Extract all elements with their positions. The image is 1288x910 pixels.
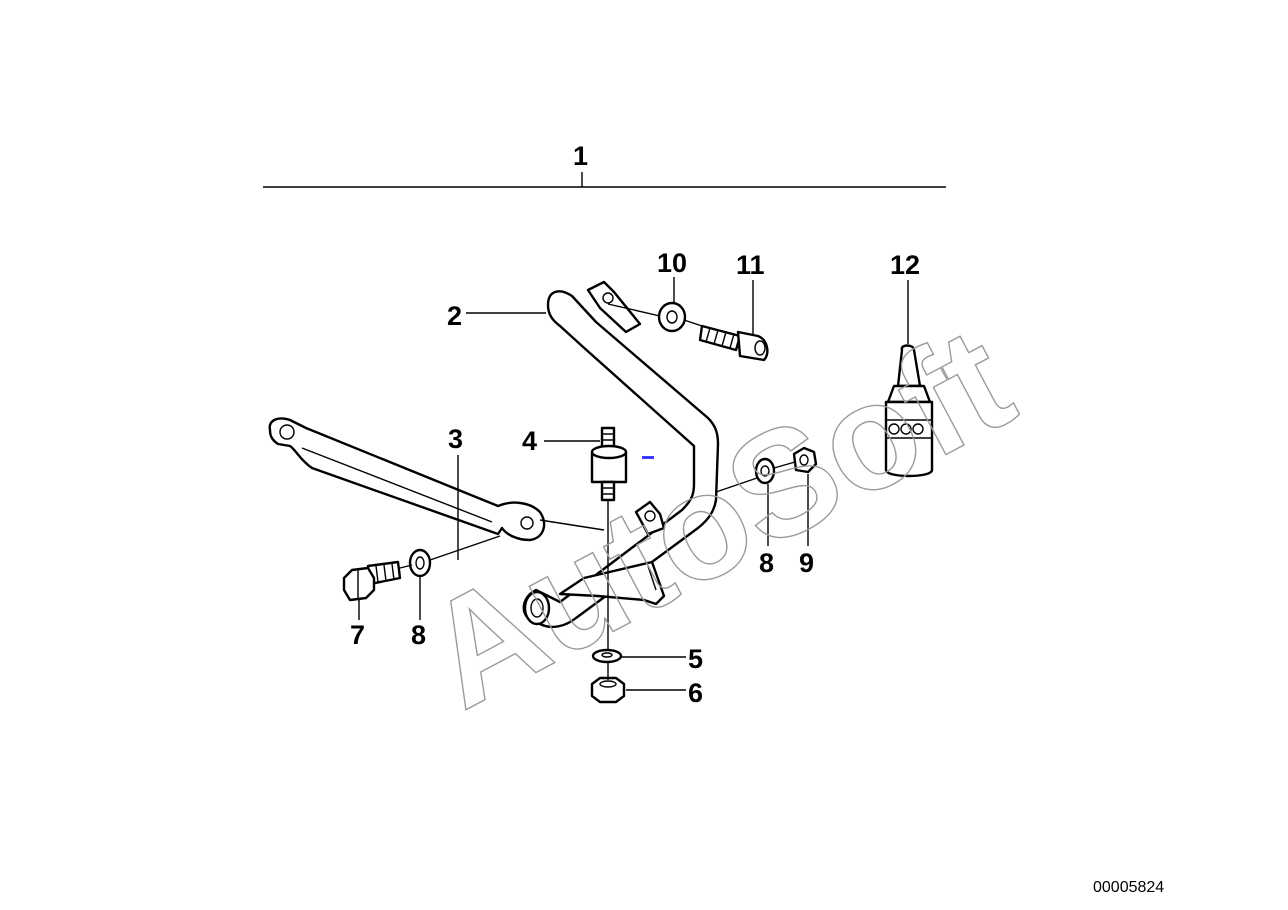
assembly-bracket — [263, 172, 946, 188]
leader-lines — [358, 277, 909, 691]
flat-strut — [268, 417, 546, 542]
socket-bolt-11 — [698, 324, 769, 362]
callout-6: 6 — [688, 678, 703, 708]
washer-5 — [591, 648, 623, 664]
callout-1: 1 — [573, 141, 588, 171]
callout-12: 12 — [890, 250, 920, 280]
callout-9: 9 — [799, 548, 814, 578]
main-bracket — [522, 280, 720, 629]
callout-7: 7 — [350, 620, 365, 650]
washer-8-right — [754, 457, 776, 485]
washer-8-left — [408, 548, 432, 578]
hex-nut-6 — [590, 676, 626, 704]
callout-4: 4 — [522, 426, 537, 456]
callout-5: 5 — [688, 644, 703, 674]
callout-10: 10 — [657, 248, 687, 278]
diagram-id: 00005824 — [1093, 879, 1164, 896]
adhesive-bottle — [884, 344, 934, 478]
callout-8-left: 8 — [411, 620, 426, 650]
rubber-mount — [590, 426, 628, 502]
nut-9 — [792, 446, 818, 474]
washer-10 — [657, 301, 687, 333]
assembly-axes — [399, 303, 796, 680]
callout-3: 3 — [448, 424, 463, 454]
hex-bolt-7 — [342, 560, 402, 602]
callout-11: 11 — [736, 250, 765, 280]
marker-dot — [642, 456, 654, 459]
callout-2: 2 — [447, 301, 462, 331]
callout-8-right: 8 — [759, 548, 774, 578]
